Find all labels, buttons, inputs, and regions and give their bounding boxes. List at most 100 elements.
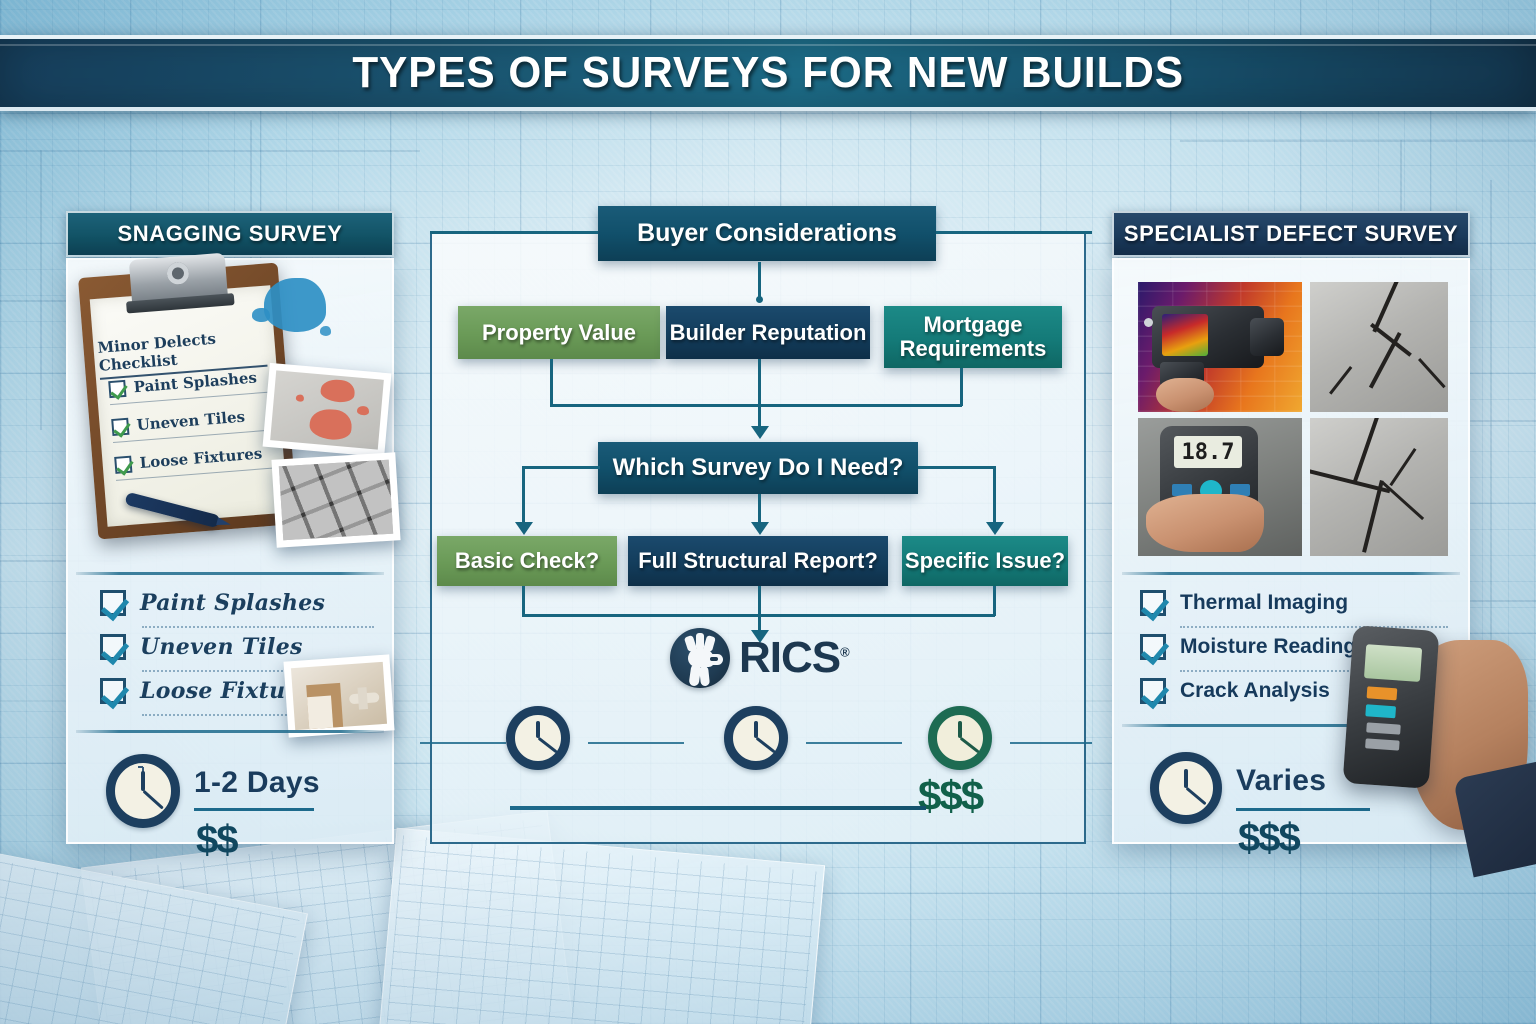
checklist-item[interactable]: Paint Splashes xyxy=(100,590,325,616)
flow-joint xyxy=(756,296,763,303)
flow-connector xyxy=(960,368,963,406)
right-card-divider xyxy=(1122,572,1460,575)
checklist-item[interactable]: Thermal Imaging xyxy=(1140,590,1348,616)
paint-splash-graphic xyxy=(264,278,326,332)
duration-underline xyxy=(1236,808,1370,811)
paint-splash-graphic xyxy=(252,308,270,322)
meter-right-arrow-icon[interactable] xyxy=(1230,484,1250,496)
checklist-label: Thermal Imaging xyxy=(1180,591,1349,614)
flow-connector xyxy=(758,586,761,634)
flow-connector xyxy=(993,586,996,616)
hand-illustration xyxy=(1156,378,1214,412)
flow-connector xyxy=(550,359,553,406)
thermal-camera-lens xyxy=(1250,318,1284,356)
duration-value: Varies xyxy=(1236,764,1327,797)
checklist-dotted-rule xyxy=(1180,626,1448,628)
flow-node-option[interactable]: Specific Issue? xyxy=(902,536,1068,586)
flow-arrowhead xyxy=(515,522,533,535)
flow-connector xyxy=(522,586,525,616)
flow-node-label: Property Value xyxy=(481,319,637,345)
checkbox-icon[interactable] xyxy=(1140,590,1166,616)
flow-node-consideration[interactable]: Mortgage Requirements xyxy=(884,306,1062,368)
checkbox-icon[interactable] xyxy=(100,678,126,704)
meter-left-arrow-icon[interactable] xyxy=(1172,484,1192,496)
checklist-item[interactable]: Moisture Readings xyxy=(1140,634,1368,660)
meter-orange-button-icon[interactable] xyxy=(1366,686,1398,701)
checklist-item[interactable]: Crack Analysis xyxy=(1140,678,1330,704)
clock-icon-highlighted xyxy=(928,706,992,770)
flow-connector xyxy=(918,466,996,469)
left-panel-title: SNAGGING SURVEY xyxy=(117,221,343,246)
right-panel-title: SPECIALIST DEFECT SURVEY xyxy=(1123,221,1459,246)
checkbox-icon[interactable] xyxy=(100,590,126,616)
checklist-dotted-rule xyxy=(1180,670,1388,672)
snagging-survey-card: Minor Delects Checklist Paint Splashes U… xyxy=(66,252,401,862)
flow-node-label: Mortgage Requirements xyxy=(899,312,1047,361)
flow-node-consideration[interactable]: Property Value xyxy=(458,306,660,359)
timeline-segment xyxy=(1010,742,1092,744)
check-icon xyxy=(108,379,127,398)
clipboard-clip-icon xyxy=(128,252,229,307)
flow-arrowhead xyxy=(751,522,769,535)
registered-trademark-icon: ® xyxy=(840,644,850,660)
clock-icon xyxy=(724,706,788,770)
photo-moisture-meter: 18.7 xyxy=(1138,418,1302,556)
photo-thermal-camera xyxy=(1138,282,1302,412)
clock-icon xyxy=(106,754,180,828)
thermal-camera-screen xyxy=(1162,314,1208,356)
checklist-item[interactable]: Uneven Tiles xyxy=(100,634,303,660)
timeline-segment xyxy=(806,742,902,744)
flow-connector xyxy=(758,262,761,299)
flow-connector xyxy=(550,404,962,407)
checkbox-icon[interactable] xyxy=(1140,678,1166,704)
flow-connector xyxy=(758,359,761,406)
rics-wordmark: RICS® xyxy=(739,633,850,683)
flow-node-decision[interactable]: Which Survey Do I Need? xyxy=(598,442,918,494)
meter-reading-value: 18.7 xyxy=(1181,439,1235,465)
checklist-label: Paint Splashes xyxy=(140,590,326,616)
flow-node-label: Basic Check? xyxy=(454,548,600,574)
title-bar: TYPES OF SURVEYS FOR NEW BUILDS xyxy=(0,35,1536,111)
checkbox-icon[interactable] xyxy=(100,634,126,660)
flow-connector xyxy=(758,404,761,428)
flow-connector xyxy=(522,466,600,469)
rics-text-label: RICS xyxy=(739,633,841,682)
photo-paint-splash xyxy=(262,362,392,458)
flow-arrowhead xyxy=(751,426,769,439)
left-panel-header: SNAGGING SURVEY xyxy=(66,211,394,257)
duration-value: 1-2 Days xyxy=(194,766,320,799)
timeline-segment xyxy=(420,742,506,744)
checkbox-icon[interactable] xyxy=(1140,634,1166,660)
flow-node-consideration[interactable]: Builder Reputation xyxy=(666,306,870,359)
check-icon xyxy=(114,455,133,474)
check-icon xyxy=(111,417,130,436)
rics-lion-icon xyxy=(670,628,730,688)
flow-node-label: Full Structural Report? xyxy=(638,548,878,574)
flow-node-option[interactable]: Basic Check? xyxy=(437,536,617,586)
flow-node-label: Specific Issue? xyxy=(904,548,1066,574)
handheld-moisture-meter xyxy=(1342,625,1440,789)
flow-node-label: Buyer Considerations xyxy=(637,219,897,247)
right-card-divider-2 xyxy=(1122,724,1460,727)
timeline-segment xyxy=(588,742,684,744)
flow-node-root[interactable]: Buyer Considerations xyxy=(598,206,936,261)
right-panel-header: SPECIALIST DEFECT SURVEY xyxy=(1112,211,1470,257)
meter-display xyxy=(1363,644,1423,682)
hand-illustration xyxy=(1146,494,1264,552)
photo-concrete-crack-2 xyxy=(1310,418,1448,556)
decision-flowchart-panel: Buyer Considerations Property Value Buil… xyxy=(420,206,1092,844)
flow-connector xyxy=(522,466,525,524)
flow-connector xyxy=(758,494,761,524)
duration-underline xyxy=(194,808,314,811)
meter-cyan-button-icon[interactable] xyxy=(1365,704,1397,719)
flow-arrowhead xyxy=(986,522,1004,535)
left-card-divider-2 xyxy=(76,730,384,733)
flow-node-option[interactable]: Full Structural Report? xyxy=(628,536,888,586)
page-title: TYPES OF SURVEYS FOR NEW BUILDS xyxy=(352,48,1184,97)
cost-indicator: $$$ xyxy=(1238,816,1301,860)
flow-node-label: Builder Reputation xyxy=(669,319,867,345)
cost-indicator: $$ xyxy=(196,818,238,862)
flow-node-label: Which Survey Do I Need? xyxy=(612,454,904,482)
checklist-dotted-rule xyxy=(142,714,338,716)
